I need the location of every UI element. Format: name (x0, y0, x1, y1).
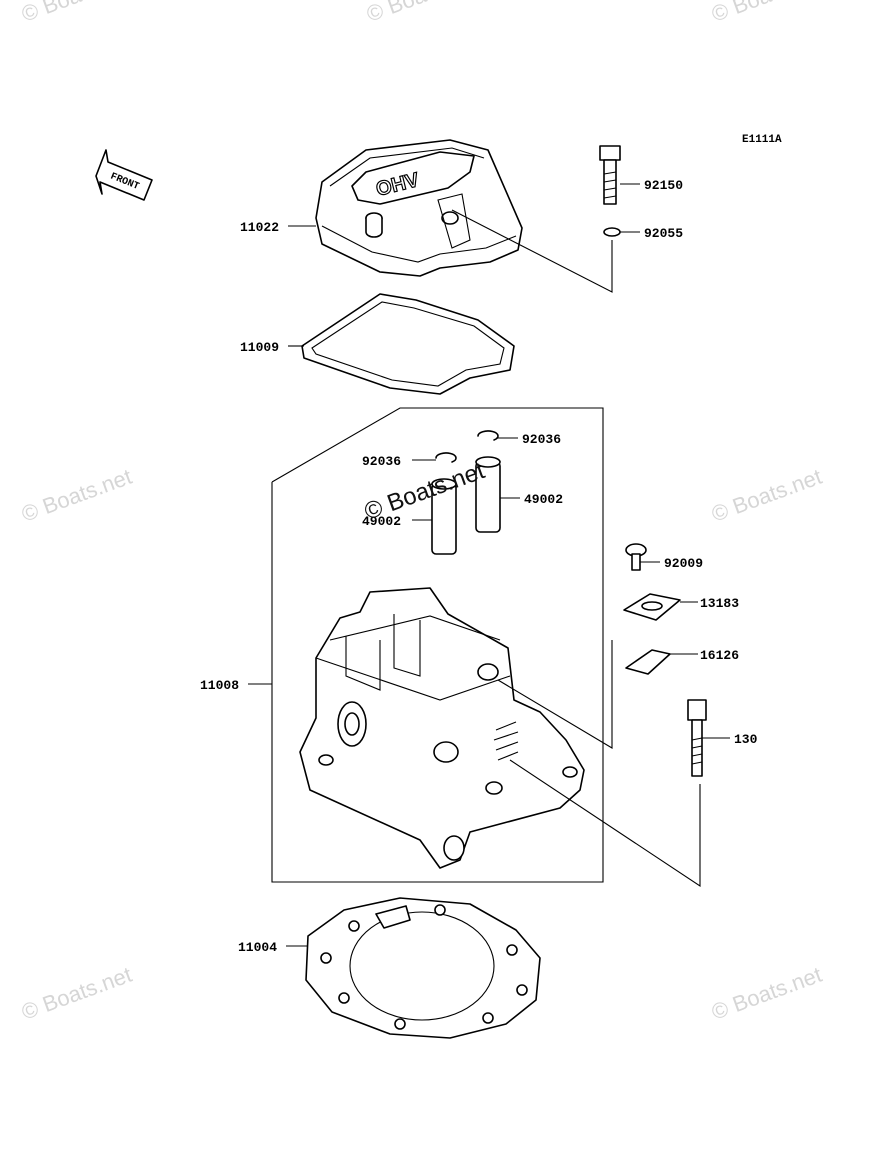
watermark: © Boats.net (708, 464, 825, 527)
watermark: © Boats.net (18, 962, 135, 1025)
label-11004: 11004 (238, 940, 277, 955)
label-92055: 92055 (644, 226, 683, 241)
retainer-clip (435, 452, 457, 463)
tappet (475, 456, 501, 533)
tappet (431, 478, 457, 555)
label-11009: 11009 (240, 340, 279, 355)
watermark: © Boats.net (18, 0, 135, 27)
front-arrow-icon: FRONT (95, 149, 153, 201)
watermark: © Boats.net (18, 464, 135, 527)
label-92036-lower: 92036 (362, 454, 401, 469)
bolt (599, 145, 621, 205)
label-16126: 16126 (700, 648, 739, 663)
callouts: 11022 11009 11008 11004 92150 92055 9203… (200, 178, 758, 955)
o-ring (603, 227, 621, 237)
retainer-clip (477, 430, 499, 441)
valve-cover: OHV (315, 139, 523, 277)
label-130: 130 (734, 732, 758, 747)
label-13183: 13183 (700, 596, 739, 611)
label-49002-right: 49002 (524, 492, 563, 507)
cylinder-head-assembly (271, 407, 604, 883)
label-92036-upper: 92036 (522, 432, 561, 447)
label-92009: 92009 (664, 556, 703, 571)
bolt (687, 699, 707, 777)
label-92150: 92150 (644, 178, 683, 193)
screw (625, 543, 647, 571)
diagram-code: E1111A (742, 134, 782, 146)
valve-cover-gasket (301, 293, 515, 395)
watermark: © Boats.net (708, 0, 825, 27)
label-11008: 11008 (200, 678, 239, 693)
head-gasket (305, 897, 541, 1039)
watermark: © Boats.net (363, 0, 480, 27)
small-gasket (625, 649, 671, 675)
label-11022: 11022 (240, 220, 279, 235)
leader-lines (248, 183, 730, 947)
label-49002-left: 49002 (362, 514, 401, 529)
watermark: © Boats.net (708, 962, 825, 1025)
plate (623, 593, 681, 621)
